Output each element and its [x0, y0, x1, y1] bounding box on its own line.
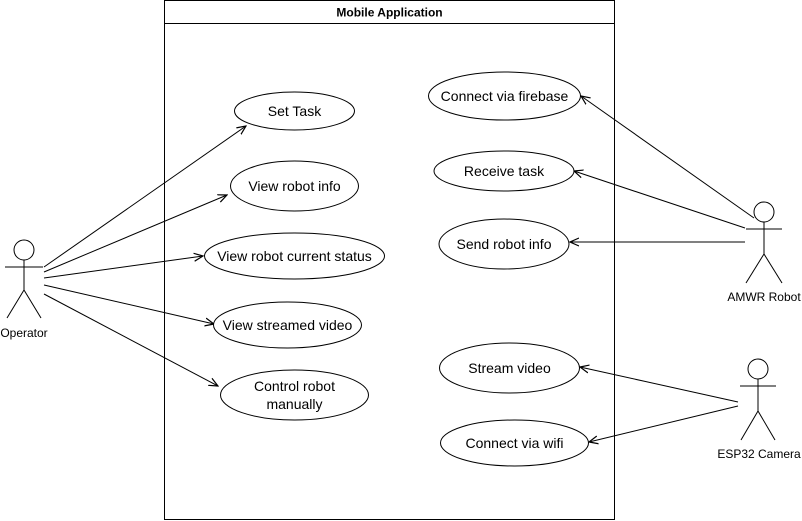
use-case-view-robot-info: View robot info: [230, 160, 359, 212]
actor-robot: AMWR Robot: [727, 201, 801, 304]
use-case-view-streamed-video: View streamed video: [213, 301, 362, 349]
assoc-camera-stream-video: [580, 367, 739, 403]
use-case-send-robot-info: Send robot info: [438, 218, 570, 270]
use-case-view-current-status: View robot current status: [204, 232, 385, 280]
use-case-stream-video-label: Stream video: [468, 360, 551, 376]
use-case-connect-firebase: Connect via firebase: [428, 71, 581, 121]
use-case-stream-video: Stream video: [439, 342, 580, 394]
use-cases: Set Task View robot info View robot curr…: [204, 71, 589, 467]
associations: [43, 96, 755, 442]
use-case-set-task-label: Set Task: [268, 103, 322, 119]
assoc-robot-receive-task: [574, 171, 746, 229]
use-case-control-manually-label-1: Control robot: [254, 378, 335, 394]
use-case-view-streamed-video-label: View streamed video: [223, 317, 353, 333]
use-case-send-robot-info-label: Send robot info: [457, 236, 552, 252]
use-case-view-robot-info-label: View robot info: [248, 178, 341, 194]
assoc-operator-view-streamed-video: [43, 284, 214, 324]
assoc-camera-connect-wifi: [589, 405, 739, 442]
assoc-operator-control-manually: [43, 293, 218, 386]
use-case-connect-wifi: Connect via wifi: [440, 419, 589, 467]
assoc-operator-view-robot-info: [43, 195, 227, 273]
actor-camera-label: ESP32 Camera: [717, 447, 801, 461]
actor-camera: ESP32 Camera: [717, 358, 801, 461]
use-case-receive-task-label: Receive task: [464, 163, 545, 179]
actor-camera-icon: [747, 358, 769, 380]
actor-operator-label: Operator: [0, 326, 47, 340]
actor-operator: Operator: [0, 239, 48, 340]
use-case-receive-task: Receive task: [433, 150, 575, 192]
use-case-control-manually-label-2: manually: [266, 396, 322, 412]
actor-robot-icon: [753, 201, 775, 223]
use-case-connect-firebase-label: Connect via firebase: [441, 88, 569, 104]
system-title: Mobile Application: [336, 6, 442, 20]
use-case-set-task: Set Task: [234, 91, 355, 131]
assoc-robot-connect-firebase: [581, 96, 755, 219]
assoc-operator-set-task: [43, 126, 246, 268]
use-case-connect-wifi-label: Connect via wifi: [465, 435, 563, 451]
actor-robot-label: AMWR Robot: [727, 290, 801, 304]
use-case-view-current-status-label: View robot current status: [217, 248, 372, 264]
actor-operator-icon: [13, 239, 35, 261]
use-case-control-manually: Control robot manually: [220, 369, 369, 421]
assoc-operator-view-current-status: [43, 256, 203, 279]
